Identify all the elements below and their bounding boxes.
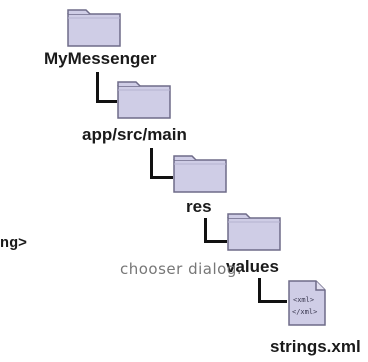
folder-label-values: values [226, 257, 279, 276]
tree-connector [96, 72, 117, 103]
annotation-text: chooser dialog. [120, 260, 243, 278]
folder-label-res: res [186, 197, 212, 216]
folder-icon [66, 6, 122, 48]
xml-close-tag: </xml> [292, 308, 317, 316]
tree-connector [258, 278, 287, 303]
folder-label-app-src-main: app/src/main [82, 125, 187, 144]
folder-icon [226, 210, 282, 252]
file-label-strings-xml: strings.xml [270, 337, 361, 356]
tree-connector [150, 148, 173, 179]
folder-icon [172, 152, 228, 194]
xml-file-icon: <xml> </xml> [286, 278, 328, 328]
code-fragment: ng> [0, 235, 28, 252]
xml-open-tag: <xml> [293, 296, 314, 304]
tree-connector [204, 218, 227, 243]
folder-icon [116, 78, 172, 120]
folder-label-mymessenger: MyMessenger [44, 49, 157, 68]
